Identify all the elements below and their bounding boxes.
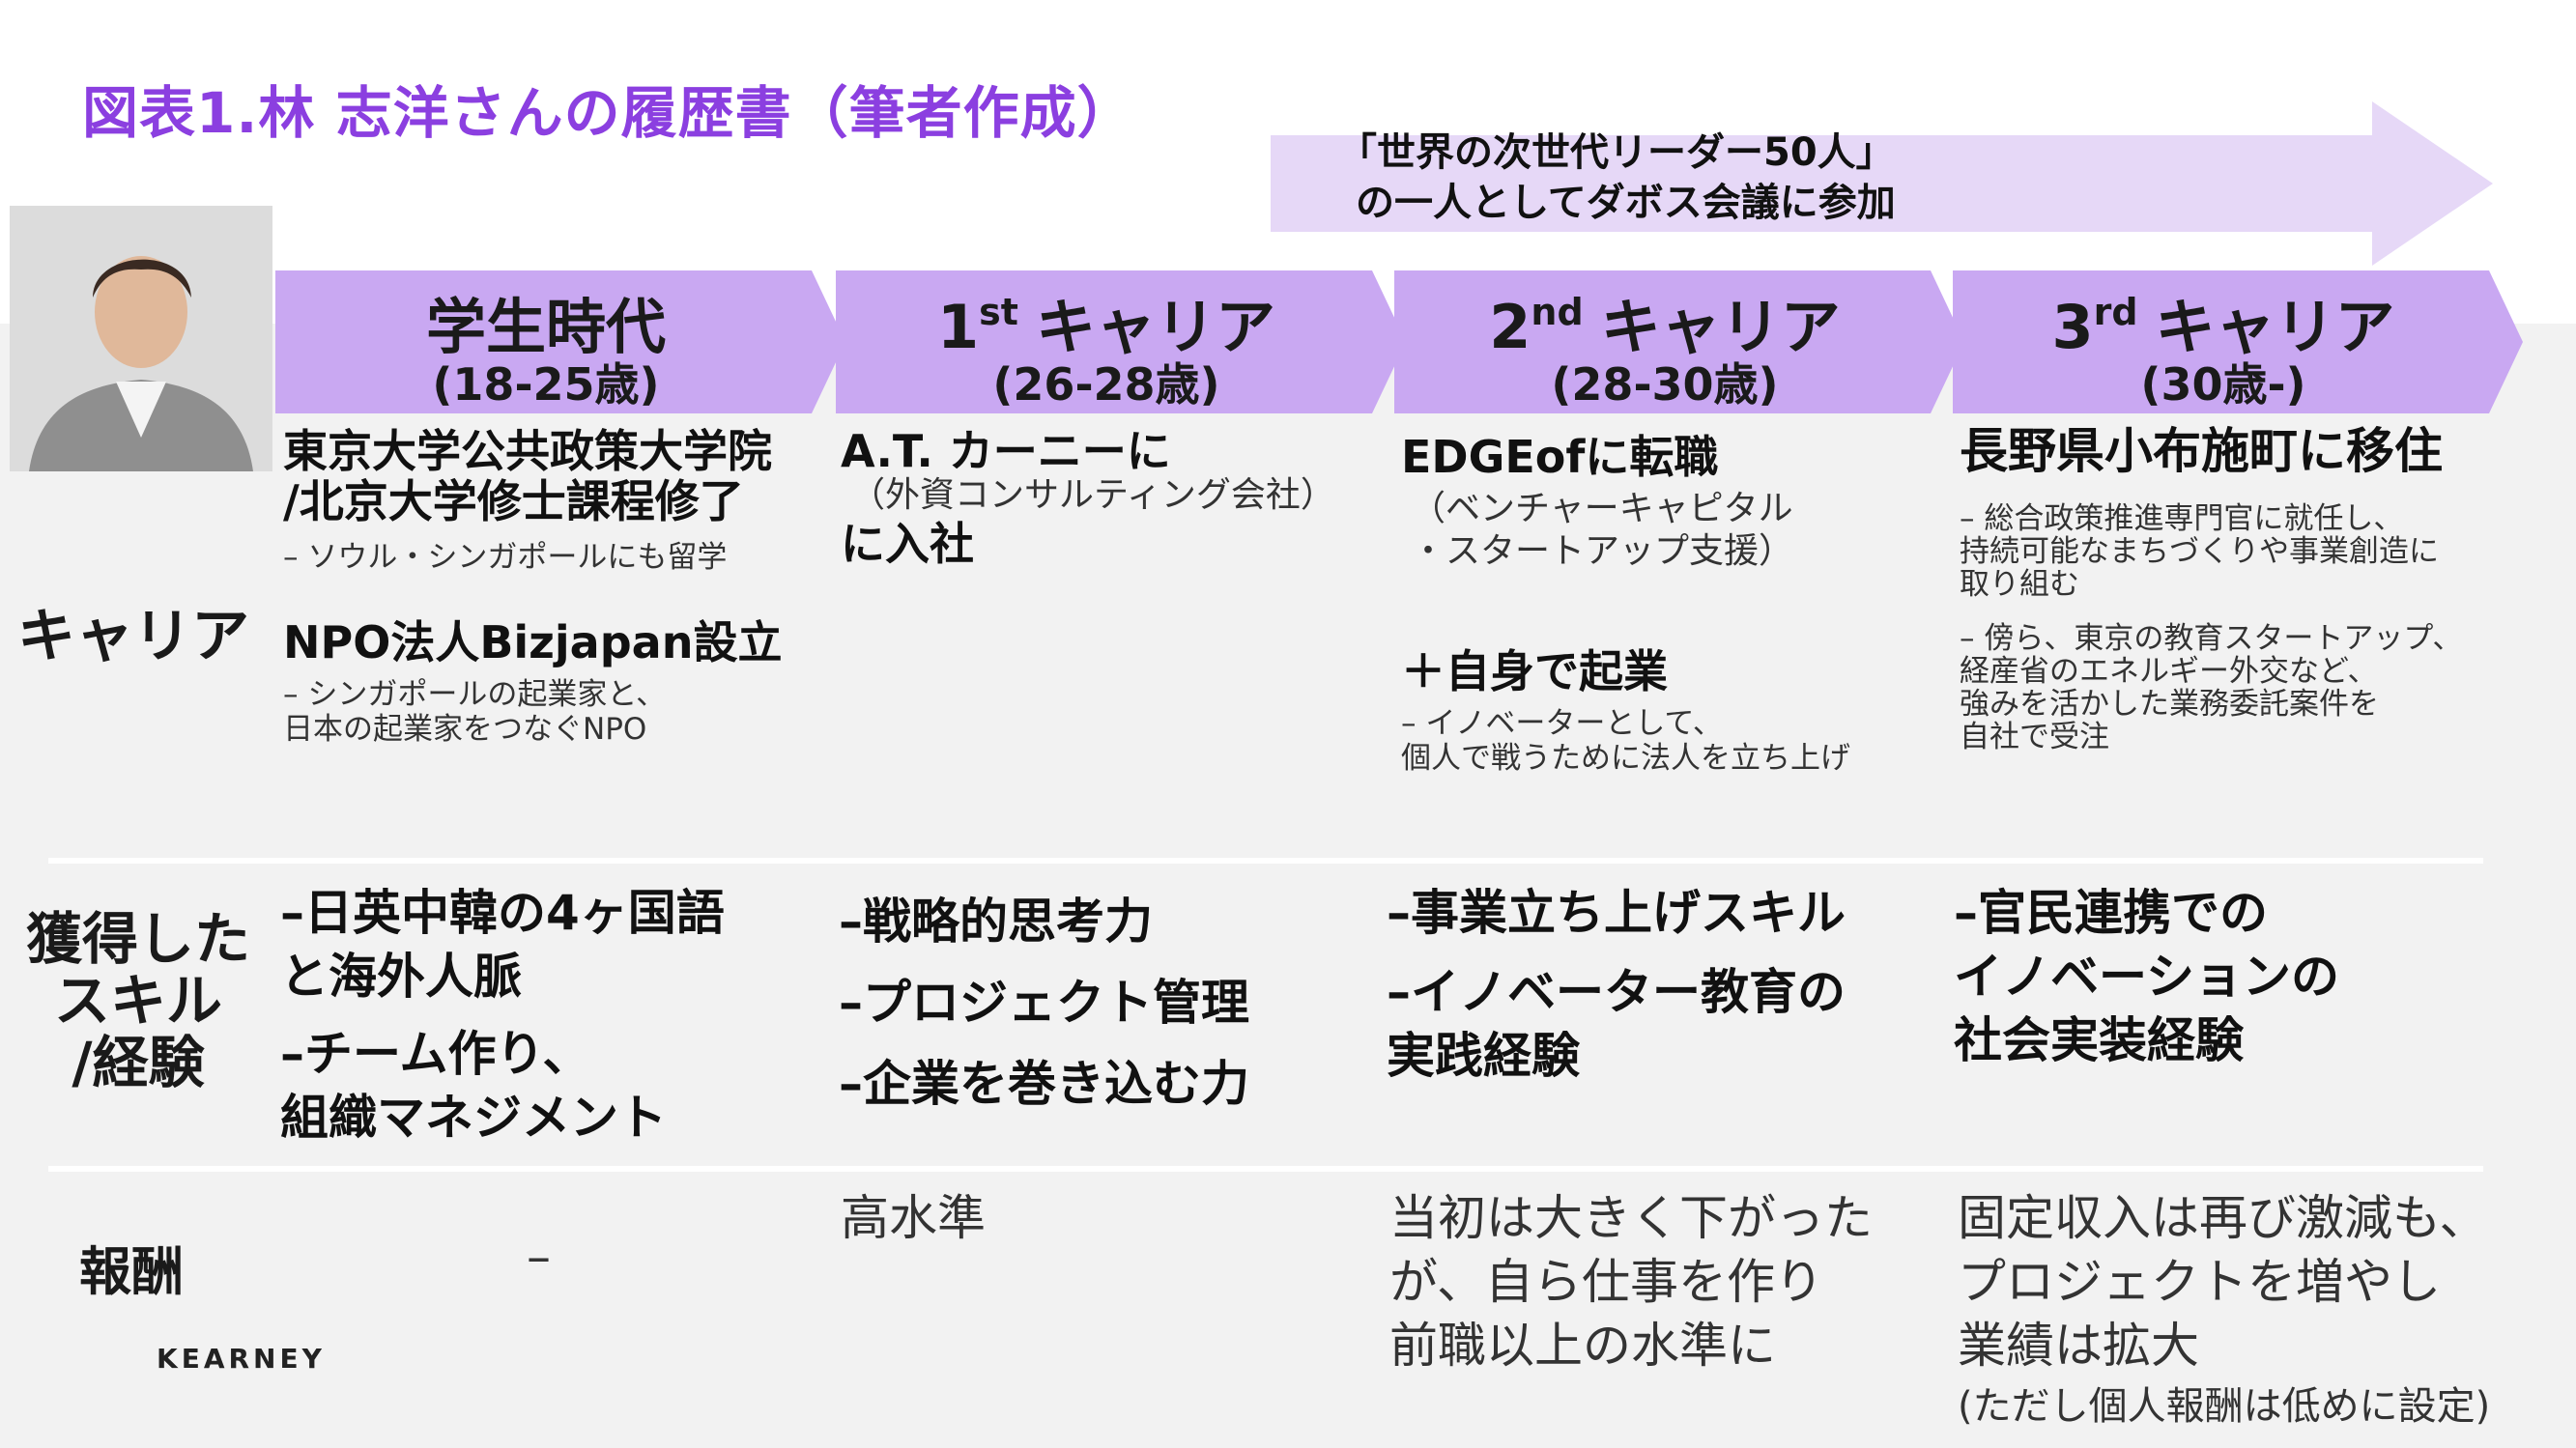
stage-title: 学生時代 xyxy=(425,292,666,362)
skills-2: –戦略的思考力 –プロジェクト管理 –企業を巻き込む力 xyxy=(839,894,1249,1112)
career-2-heading-1: A.T. カーニーに xyxy=(841,425,1171,477)
row-label-skills: 獲得した スキル /経験 xyxy=(25,906,250,1095)
career-1-note: – ソウル・シンガポールにも留学 xyxy=(283,540,728,575)
stage-age: (30歳-) xyxy=(2140,358,2306,411)
career-4-note-4: – 傍ら、東京の教育スタートアップ、 xyxy=(1960,621,2463,656)
chevron-shape xyxy=(836,270,1406,413)
career-4-note-7: 自社で受注 xyxy=(1960,720,2109,754)
career-3-note-4: 個人で戦うために法人を立ち上げ xyxy=(1401,741,1850,776)
career-1-heading-3: NPO法人Bizjapan設立 xyxy=(283,616,783,668)
davos-banner-arrow xyxy=(1271,101,2493,266)
skills-1: –日英中韓の4ヶ国語 と海外人脈 –チーム作り、 組織マネジメント xyxy=(280,885,725,1146)
chevron-shape xyxy=(275,270,845,413)
skills-4: –官民連携での イノベーションの 社会実装経験 xyxy=(1954,885,2339,1068)
career-3-heading-1: EDGEofに転職 xyxy=(1401,431,1719,483)
career-4-note-5: 経産省のエネルギー外交など、 xyxy=(1960,654,2378,689)
banner-line-1: 「世界の次世代リーダー50人」 xyxy=(1338,130,1895,175)
career-3-note-3: – イノベーターとして、 xyxy=(1401,706,1723,741)
chevron-shape xyxy=(1953,270,2523,413)
person-silhouette-icon xyxy=(10,206,272,471)
chevron-shape xyxy=(1394,270,1964,413)
career-1-note-3: 日本の起業家をつなぐNPO xyxy=(283,712,647,747)
career-1-heading-2: /北京大学修士課程修了 xyxy=(283,475,744,527)
career-2-heading-2: に入社 xyxy=(841,518,974,570)
row-label-career: キャリア xyxy=(17,603,249,670)
skills-3: –事業立ち上げスキル –イノベーター教育の 実践経験 xyxy=(1387,885,1846,1084)
stage-student: 学生時代 (18-25歳) xyxy=(275,270,845,413)
content-background xyxy=(0,324,2576,1448)
career-1-heading-1: 東京大学公共政策大学院 xyxy=(283,425,772,477)
stage-age: (26-28歳) xyxy=(992,358,1220,411)
kearney-logo: KEARNEY xyxy=(157,1343,326,1375)
comp-1: – xyxy=(527,1229,551,1285)
row-label-compensation: 報酬 xyxy=(79,1241,184,1302)
page-title: 図表1.林 志洋さんの履歴書（筆者作成） xyxy=(82,80,1134,146)
row-divider xyxy=(48,858,2483,864)
stage-age: (18-25歳) xyxy=(432,358,660,411)
career-2-note: （外資コンサルティング会社） xyxy=(850,475,1335,515)
career-3-note-1: （ベンチャーキャピタル xyxy=(1411,489,1793,528)
career-3-heading-2: ＋自身で起業 xyxy=(1401,645,1668,697)
career-4-note-2: 持続可能なまちづくりや事業創造に xyxy=(1960,534,2439,569)
career-4-note-3: 取り組む xyxy=(1960,567,2079,602)
comp-4: 固定収入は再び激減も、 プロジェクトを増やし 業績は拡大 xyxy=(1958,1190,2488,1374)
career-4-heading: 長野県小布施町に移住 xyxy=(1960,423,2443,479)
comp-2: 高水準 xyxy=(841,1190,986,1246)
comp-4-note: (ただし個人報酬は低めに設定) xyxy=(1958,1384,2491,1429)
banner-line-2: の一人としてダボス会議に参加 xyxy=(1356,181,1896,225)
row-divider xyxy=(48,1166,2483,1172)
comp-3: 当初は大きく下がった が、自ら仕事を作り 前職以上の水準に xyxy=(1389,1190,1873,1374)
career-3-note-2: ・スタートアップ支援） xyxy=(1411,531,1794,571)
portrait-photo xyxy=(10,206,272,471)
career-4-note-6: 強みを活かした業務委託案件を xyxy=(1960,687,2379,722)
career-1-note-2: – シンガポールの起業家と、 xyxy=(283,677,667,712)
career-4-note-1: – 総合政策推進専門官に就任し、 xyxy=(1960,501,2404,536)
stage-age: (28-30歳) xyxy=(1551,358,1779,411)
davos-banner-text: 「世界の次世代リーダー50人」 の一人としてダボス会議に参加 xyxy=(1338,128,1896,228)
